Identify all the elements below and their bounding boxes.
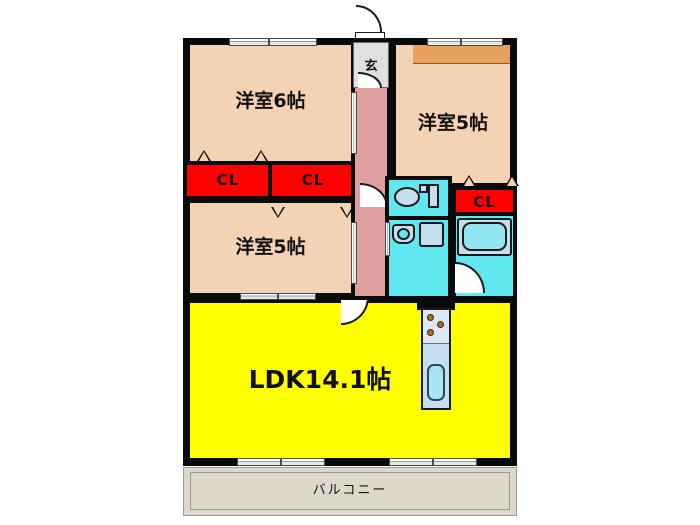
bedroom-ne-label: 洋室5帖 bbox=[417, 112, 489, 134]
ldk-sliding-door-left2 bbox=[281, 458, 325, 466]
stove-burner-2 bbox=[437, 321, 444, 328]
balcony-label: バルコニー bbox=[312, 483, 388, 498]
closet-sw-arrow-left bbox=[271, 207, 285, 218]
closet-nw-right-arrow bbox=[254, 150, 268, 161]
bedroom-nw-label: 洋室6帖 bbox=[235, 90, 306, 112]
ldk-sliding-door-right2 bbox=[433, 458, 477, 466]
washbasin-bowl-icon bbox=[397, 228, 410, 240]
bedroom-ne-window-left bbox=[427, 38, 461, 46]
closet-nw-right-label: CL bbox=[301, 171, 325, 189]
ldk-sliding-door-left bbox=[237, 458, 281, 466]
toilet-icon bbox=[394, 187, 420, 207]
bedroom-sw-sliding-door-left bbox=[240, 293, 278, 300]
closet-nw-left-arrow bbox=[197, 150, 211, 161]
closet-ne-arrow-left bbox=[462, 175, 476, 186]
stove-burner-3 bbox=[427, 329, 434, 336]
bedroom-nw-window-left bbox=[229, 38, 269, 46]
closet-nw-right[interactable] bbox=[272, 165, 354, 196]
balcony-inner-outline bbox=[190, 472, 510, 510]
closet-east-label: CL bbox=[473, 193, 496, 211]
closet-east[interactable] bbox=[456, 190, 513, 212]
ldk-label: LDK14.1帖 bbox=[248, 365, 392, 394]
ldk-floor bbox=[190, 303, 510, 458]
genkan-label: 玄 bbox=[364, 59, 378, 74]
front-door-leaf[interactable] bbox=[355, 32, 385, 39]
bedroom-nw-window-right bbox=[269, 38, 317, 46]
bedroom-sw-label: 洋室5帖 bbox=[235, 236, 306, 258]
closet-ne-arrow-right bbox=[505, 175, 519, 186]
kitchen-sink-bowl bbox=[427, 364, 445, 401]
ldk-sliding-door-right bbox=[389, 458, 433, 466]
closet-nw-left-label: CL bbox=[216, 171, 240, 189]
stove-burner-1 bbox=[427, 314, 434, 321]
bathtub-basin-icon bbox=[462, 222, 507, 251]
toilet-cistern-icon bbox=[428, 184, 439, 208]
bedroom-ne-shelf bbox=[413, 45, 510, 64]
bedroom-ne-floor bbox=[396, 45, 510, 183]
toilet-tank-icon bbox=[419, 184, 428, 193]
hallway-window-west-2 bbox=[351, 222, 357, 284]
bedroom-nw-floor bbox=[190, 45, 351, 161]
bedroom-ne-window-right bbox=[461, 38, 503, 46]
hallway-window-west bbox=[351, 92, 357, 154]
closet-sw-arrow-right bbox=[340, 207, 354, 218]
washroom-door-panel bbox=[385, 222, 390, 256]
bedroom-sw-sliding-door-right bbox=[278, 293, 316, 300]
closet-nw-left[interactable] bbox=[187, 165, 269, 196]
washing-machine-icon bbox=[419, 222, 444, 247]
bedroom-sw-floor bbox=[190, 203, 351, 293]
front-door-swing bbox=[356, 5, 382, 32]
